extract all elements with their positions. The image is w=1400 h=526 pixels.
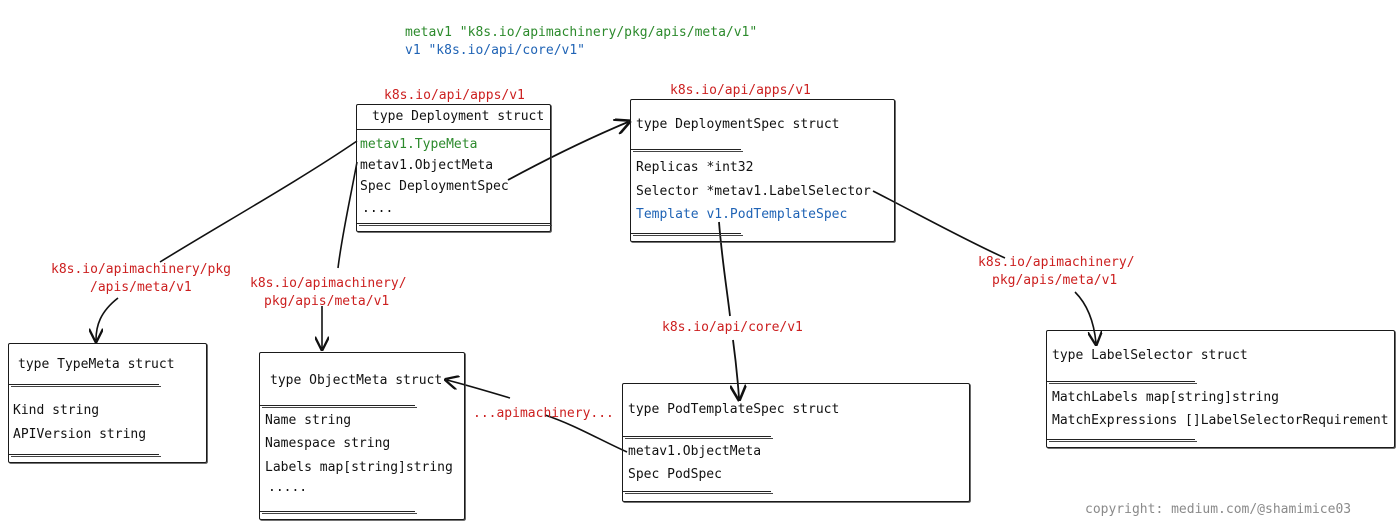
deploymentspec-struct-box: type DeploymentSpec struct Replicas *int… (630, 99, 895, 242)
objectmeta-field-namespace: Namespace string (265, 436, 391, 451)
legend-v1: v1 "k8s.io/api/core/v1" (405, 43, 586, 58)
deploymentspec-field-replicas: Replicas *int32 (636, 160, 754, 175)
objectmeta-title-divider (260, 405, 417, 408)
arrow-labelselector-tail (1074, 291, 1096, 343)
labelselector-bottom-divider (1047, 439, 1197, 442)
objectmeta-package-label-line1: k8s.io/apimachinery/ (250, 276, 407, 291)
typemeta-struct-title: type TypeMeta struct (18, 357, 175, 372)
objectmeta-field-name: Name string (265, 413, 352, 428)
objectmeta-link-label: ...apimachinery... (473, 406, 614, 421)
deployment-title-divider (357, 129, 550, 130)
deploymentspec-struct-title: type DeploymentSpec struct (636, 117, 840, 132)
deploymentspec-title-divider (631, 149, 743, 152)
podtemplatespec-package-label: k8s.io/api/core/v1 (662, 320, 803, 335)
deploymentspec-field-selector: Selector *metav1.LabelSelector (636, 184, 871, 199)
deploymentspec-bottom-divider (631, 233, 743, 236)
deploymentspec-field-template: Template v1.PodTemplateSpec (636, 207, 848, 222)
typemeta-field-kind: Kind string (13, 403, 100, 418)
arrow-deployment-to-typemeta (159, 140, 358, 263)
deployment-struct-box: type Deployment struct metav1.TypeMeta m… (356, 104, 552, 232)
objectmeta-bottom-divider (260, 511, 417, 514)
deployment-field-ellipsis: .... (362, 201, 394, 216)
objectmeta-package-label-line2: pkg/apis/meta/v1 (264, 294, 390, 309)
deployment-package-label: k8s.io/api/apps/v1 (384, 88, 525, 103)
podtemplatespec-struct-title: type PodTemplateSpec struct (628, 402, 840, 417)
arrow-podtemplate-tail (733, 339, 739, 398)
objectmeta-struct-box: type ObjectMeta struct Name string Names… (259, 352, 465, 520)
copyright-text: copyright: medium.com/@shamimice03 (1085, 502, 1352, 517)
typemeta-field-apiversion: APIVersion string (13, 427, 147, 442)
objectmeta-field-labels: Labels map[string]string (265, 460, 453, 475)
arrow-pod-objectmeta-tail (447, 380, 511, 399)
arrow-selector-to-labelselector (872, 190, 1006, 259)
deployment-bottom-divider (357, 223, 552, 226)
arrow-deployment-to-objectmeta (337, 161, 358, 269)
legend-metav1: metav1 "k8s.io/apimachinery/pkg/apis/met… (405, 25, 758, 40)
arrow-typemeta-tail (96, 297, 119, 340)
deployment-field-spec: Spec DeploymentSpec (360, 179, 509, 194)
podtemplatespec-field-objectmeta: metav1.ObjectMeta (628, 444, 762, 459)
labelselector-field-matchexpressions: MatchExpressions []LabelSelectorRequirem… (1052, 413, 1389, 428)
labelselector-struct-box: type LabelSelector struct MatchLabels ma… (1046, 330, 1395, 448)
objectmeta-struct-title: type ObjectMeta struct (270, 373, 443, 388)
arrow-spec-to-deploymentspec (507, 122, 628, 181)
typemeta-struct-box: type TypeMeta struct Kind string APIVers… (8, 343, 207, 463)
podtemplatespec-struct-box: type PodTemplateSpec struct metav1.Objec… (622, 383, 970, 502)
labelselector-package-label-line2: pkg/apis/meta/v1 (992, 273, 1118, 288)
labelselector-package-label-line1: k8s.io/apimachinery/ (978, 255, 1135, 270)
labelselector-title-divider (1047, 381, 1197, 384)
podtemplatespec-field-spec: Spec PodSpec (628, 467, 722, 482)
typemeta-package-label-line2: /apis/meta/v1 (90, 280, 192, 295)
deployment-struct-title: type Deployment struct (372, 109, 545, 124)
labelselector-field-matchlabels: MatchLabels map[string]string (1052, 390, 1279, 405)
deploymentspec-package-label: k8s.io/api/apps/v1 (670, 83, 811, 98)
labelselector-struct-title: type LabelSelector struct (1052, 348, 1248, 363)
podtemplatespec-bottom-divider (623, 491, 773, 494)
typemeta-title-divider (9, 384, 161, 387)
typemeta-bottom-divider (9, 454, 161, 457)
arrow-pod-objectmeta-to-objectmeta (544, 414, 628, 453)
deployment-field-typemeta: metav1.TypeMeta (360, 137, 478, 152)
deployment-field-objectmeta: metav1.ObjectMeta (360, 158, 494, 173)
podtemplatespec-title-divider (623, 436, 773, 439)
objectmeta-field-ellipsis: ..... (268, 480, 308, 495)
typemeta-package-label-line1: k8s.io/apimachinery/pkg (51, 262, 232, 277)
